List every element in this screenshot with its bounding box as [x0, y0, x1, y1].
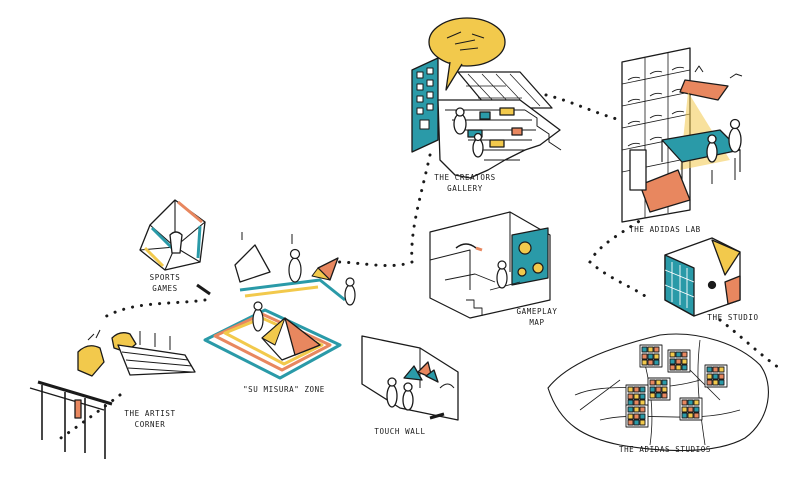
label-gameplay-map: GAMEPLAY MAP	[516, 307, 558, 327]
mesh-wall	[457, 71, 553, 109]
label-creators-gallery: THE CREATORS GALLERY	[434, 173, 496, 193]
label-touch-wall: TOUCH WALL	[374, 427, 426, 436]
route-lab-to-studio	[588, 203, 662, 302]
label-the-studio: THE STUDIO	[707, 313, 759, 322]
label-su-misura-zone: "SU MISURA" ZONE	[243, 385, 325, 394]
label-adidas-studios: THE ADIDAS STUDIOS	[618, 445, 712, 454]
route-map-to-zone	[336, 260, 414, 268]
studio-cubes	[625, 344, 728, 428]
label-sports-games: SPORTS GAMES	[149, 273, 181, 293]
lab-treadmill	[639, 169, 691, 213]
artist-hand	[77, 345, 105, 377]
route-studio-to-studios	[718, 318, 784, 372]
route-gallery-to-map	[410, 153, 432, 264]
label-artist-corner: THE ARTIST CORNER	[124, 409, 176, 429]
route-zone-to-artist	[98, 298, 207, 322]
label-adidas-lab: THE ADIDAS LAB	[629, 225, 701, 234]
lab-shoe-sign	[679, 79, 729, 101]
route-artist-down	[53, 393, 122, 444]
artist-bleachers	[117, 344, 196, 376]
speech-bubble-tail	[445, 61, 463, 91]
